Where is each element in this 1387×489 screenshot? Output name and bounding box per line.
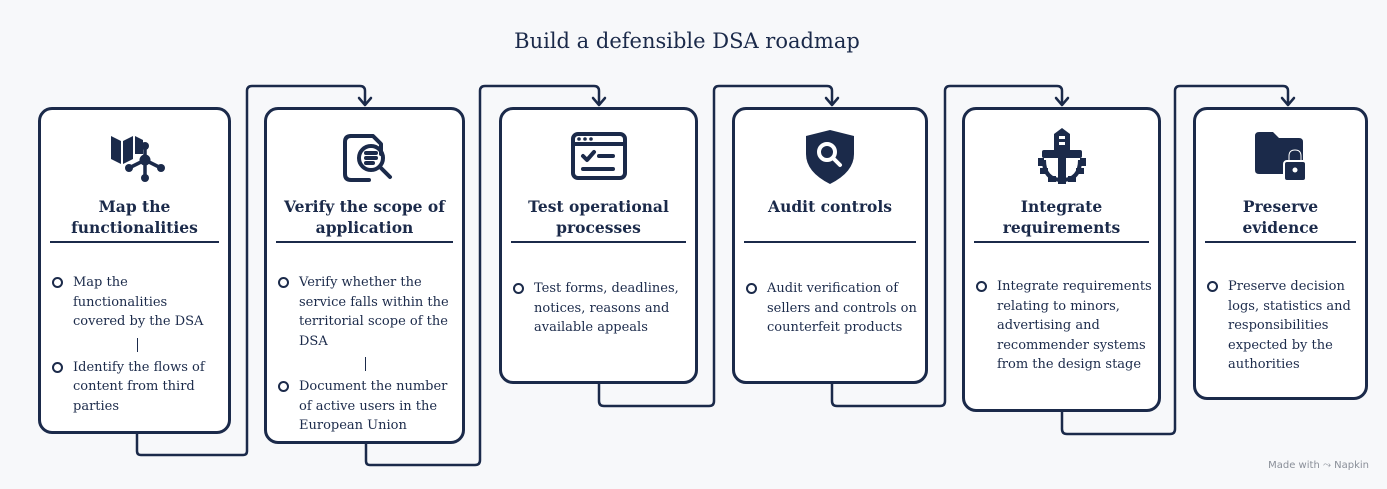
bullet-icon xyxy=(52,277,63,288)
folder-lock-icon xyxy=(1254,132,1307,182)
step-card-2: Verify the scope of application Verify w… xyxy=(264,107,465,444)
connector-2-3 xyxy=(364,84,601,467)
item-separator xyxy=(137,337,138,352)
step-title: Integrate requirements xyxy=(1002,197,1121,237)
arrowhead-5 xyxy=(1054,96,1070,107)
step-title: Audit controls xyxy=(768,197,892,216)
arrowhead-3 xyxy=(591,96,607,107)
step-card-3: Test operational processes Test forms, d… xyxy=(499,107,698,384)
bullet-icon xyxy=(976,281,987,292)
napkin-watermark: Made with ⤳ Napkin xyxy=(1268,460,1369,471)
title-divider xyxy=(744,241,916,243)
map-network-icon xyxy=(110,136,165,182)
list-item: Document the number of active users in t… xyxy=(277,377,456,436)
step-title: Preserve evidence xyxy=(1242,197,1319,237)
arrowhead-4 xyxy=(824,96,840,107)
bullet-icon xyxy=(278,277,289,288)
list-item: Identify the flows of content from third… xyxy=(51,358,222,417)
document-search-icon xyxy=(342,134,392,182)
bullet-icon xyxy=(278,381,289,392)
step-card-4: Audit controls Audit verification of sel… xyxy=(732,107,928,384)
step-card-6: Preserve evidence Preserve decision logs… xyxy=(1193,107,1368,400)
list-item: Audit verification of sellers and contro… xyxy=(745,279,919,338)
page-title: Build a defensible DSA roadmap xyxy=(514,29,860,53)
step-card-1: Map the functionalities Map the function… xyxy=(38,107,231,434)
title-divider xyxy=(50,241,219,243)
building-gear-icon xyxy=(1037,128,1086,184)
shield-search-icon xyxy=(806,130,854,184)
title-divider xyxy=(974,241,1149,243)
list-item: Test forms, deadlines, notices, reasons … xyxy=(512,279,689,338)
bullet-icon xyxy=(1207,281,1218,292)
connector-3-4 xyxy=(597,84,834,408)
step-title: Test operational processes xyxy=(528,197,669,237)
bullet-icon xyxy=(746,283,757,294)
connector-1-2 xyxy=(135,84,367,457)
arrowhead-2 xyxy=(357,96,373,107)
step-card-5: Integrate requirements Integrate require… xyxy=(962,107,1161,412)
bullet-icon xyxy=(52,361,63,373)
item-separator xyxy=(365,357,366,371)
step-title: Map the functionalities xyxy=(71,197,198,237)
list-item: Preserve decision logs, statistics and r… xyxy=(1206,277,1359,375)
arrowhead-6 xyxy=(1280,96,1296,107)
list-item: Verify whether the service falls within … xyxy=(277,273,456,351)
bullet-icon xyxy=(513,283,524,294)
connector-5-6 xyxy=(1060,84,1290,436)
list-item: Integrate requirements relating to minor… xyxy=(975,277,1152,375)
form-checklist-icon xyxy=(570,132,627,180)
connector-4-5 xyxy=(830,84,1064,408)
list-item: Map the functionalities covered by the D… xyxy=(51,273,222,332)
step-title: Verify the scope of application xyxy=(284,197,445,237)
title-divider xyxy=(276,241,453,243)
title-divider xyxy=(1205,241,1356,243)
title-divider xyxy=(511,241,686,243)
